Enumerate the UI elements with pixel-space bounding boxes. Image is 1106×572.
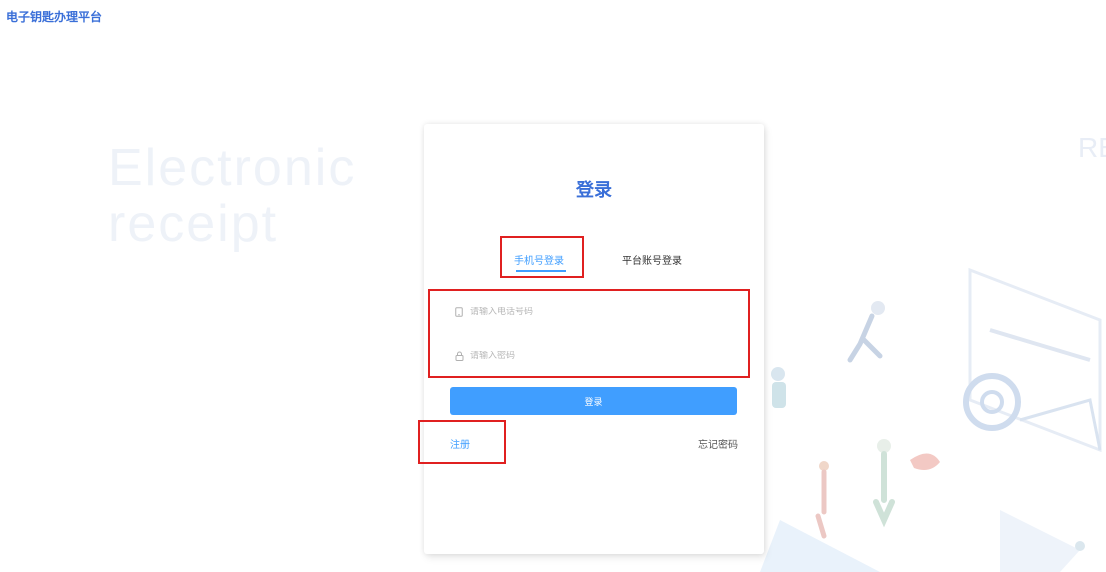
forgot-password-link[interactable]: 忘记密码 — [698, 440, 738, 451]
hero-line-1: Electronic — [108, 139, 357, 197]
phone-field[interactable] — [454, 298, 738, 326]
highlight-box-phone-tab — [500, 236, 584, 278]
login-title: 登录 — [576, 180, 612, 201]
active-tab-indicator — [516, 270, 566, 272]
app-title: 电子钥匙办理平台 — [6, 10, 103, 24]
highlight-box-register — [418, 420, 506, 464]
hero-line-2: receipt — [108, 195, 279, 253]
login-card: 登录 手机号登录 平台账号登录 登录 注册 忘记密码 — [424, 124, 764, 554]
password-field[interactable] — [454, 342, 738, 370]
phone-input[interactable] — [470, 307, 710, 317]
phone-icon — [454, 307, 464, 317]
tab-account-login[interactable]: 平台账号登录 — [622, 256, 682, 267]
password-input[interactable] — [470, 351, 710, 361]
decorative-illustration — [760, 267, 1102, 572]
highlight-box-input-fields — [428, 289, 750, 378]
decorative-side-text: REC — [1078, 132, 1106, 163]
hero-text: Electronic receipt — [108, 140, 356, 252]
lock-icon — [454, 351, 464, 361]
register-link[interactable]: 注册 — [450, 440, 470, 451]
login-button[interactable]: 登录 — [450, 387, 737, 415]
tab-phone-login[interactable]: 手机号登录 — [514, 256, 564, 267]
